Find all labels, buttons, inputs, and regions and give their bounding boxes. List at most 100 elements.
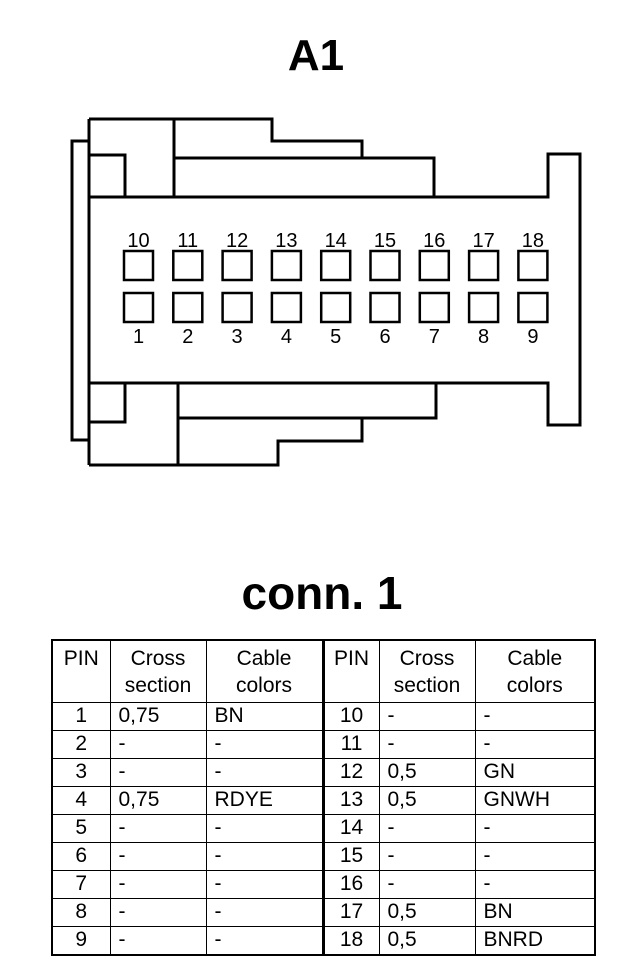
connector-title: A1 bbox=[287, 31, 345, 80]
cell-cross-section: 0,5 bbox=[378, 926, 476, 956]
cell-cross-section: 0,5 bbox=[378, 758, 476, 787]
pin-socket-top bbox=[270, 249, 303, 282]
cell-cable-color: - bbox=[474, 730, 596, 759]
pin-socket-bottom bbox=[467, 291, 500, 324]
pin-label-top: 10 bbox=[127, 230, 149, 252]
cell-pin: 1 bbox=[51, 702, 111, 731]
cell-pin: 14 bbox=[321, 814, 380, 843]
cell-cross-section: - bbox=[109, 926, 207, 956]
header-pin-right: PIN bbox=[321, 639, 380, 703]
pin-socket-bottom bbox=[319, 291, 352, 324]
cell-cable-color: GNWH bbox=[474, 786, 596, 815]
pin-label-bottom: 1 bbox=[133, 326, 144, 348]
cell-cable-color: - bbox=[205, 758, 324, 787]
header-color-line2-right: colors bbox=[506, 674, 563, 697]
top-pin-boxes bbox=[122, 249, 549, 282]
pin-label-top: 14 bbox=[325, 230, 347, 252]
cell-cable-color: BN bbox=[474, 898, 596, 927]
cell-cross-section: - bbox=[378, 870, 476, 899]
cell-pin: 9 bbox=[51, 926, 111, 956]
header-cross-line2-right: section bbox=[393, 674, 461, 697]
pin-label-top: 13 bbox=[275, 230, 297, 252]
cell-pin: 15 bbox=[321, 842, 380, 871]
cell-pin: 11 bbox=[321, 730, 380, 759]
pin-label-top: 11 bbox=[177, 230, 198, 252]
pin-label-bottom: 2 bbox=[182, 326, 193, 348]
cell-cross-section: - bbox=[378, 702, 476, 731]
cell-pin: 17 bbox=[321, 898, 380, 927]
pin-label-bottom: 6 bbox=[379, 326, 390, 348]
pin-socket-bottom bbox=[122, 291, 155, 324]
cell-cable-color: - bbox=[205, 926, 324, 956]
cell-cross-section: - bbox=[109, 758, 207, 787]
pin-socket-bottom bbox=[270, 291, 303, 324]
cell-cross-section: 0,5 bbox=[378, 786, 476, 815]
cell-cable-color: GN bbox=[474, 758, 596, 787]
header-color-line1-right: Cable bbox=[507, 647, 563, 670]
header-color-line1: Cable bbox=[236, 647, 292, 670]
cell-pin: 18 bbox=[321, 926, 380, 956]
pin-label-top: 16 bbox=[423, 230, 445, 252]
cell-cable-color: RDYE bbox=[205, 786, 324, 815]
bottom-pin-boxes bbox=[122, 291, 549, 324]
cell-pin: 10 bbox=[321, 702, 380, 731]
pin-label-top: 15 bbox=[374, 230, 396, 252]
table-row: 2--11-- bbox=[51, 730, 596, 759]
pin-socket-bottom bbox=[369, 291, 401, 324]
connector-housing bbox=[70, 117, 582, 467]
table-title: conn. 1 bbox=[241, 567, 403, 619]
cell-pin: 4 bbox=[51, 786, 111, 815]
cell-cable-color: - bbox=[474, 702, 596, 731]
pin-table: PIN Cross section Cable colors PIN Cross se… bbox=[51, 639, 596, 956]
pin-socket-top bbox=[369, 249, 401, 282]
pin-socket-top bbox=[221, 249, 253, 282]
cell-cross-section: 0,75 bbox=[109, 786, 207, 815]
cell-pin: 7 bbox=[51, 870, 111, 899]
pin-label-top: 18 bbox=[522, 230, 544, 252]
pin-socket-bottom bbox=[172, 291, 204, 324]
cell-cross-section: - bbox=[109, 814, 207, 843]
header-cross-line2: section bbox=[124, 674, 192, 697]
table-header-row: PIN Cross section Cable colors PIN Cross se… bbox=[51, 639, 596, 703]
pin-socket-top bbox=[418, 249, 451, 282]
pin-label-bottom: 5 bbox=[330, 326, 341, 348]
cell-pin: 13 bbox=[321, 786, 380, 815]
cell-pin: 2 bbox=[51, 730, 111, 759]
pin-socket-bottom bbox=[221, 291, 253, 324]
cell-cross-section: 0,75 bbox=[109, 702, 207, 731]
table-row: 6--15-- bbox=[51, 842, 596, 871]
header-color-line2: colors bbox=[235, 674, 293, 697]
pin-label-bottom: 9 bbox=[527, 326, 538, 348]
pin-label-bottom: 8 bbox=[478, 326, 489, 348]
header-cable-colors: Cable colors bbox=[205, 639, 324, 703]
pin-socket-top bbox=[517, 249, 549, 282]
cell-pin: 3 bbox=[51, 758, 111, 787]
header-cross-line1-right: Cross bbox=[399, 647, 455, 670]
header-pin: PIN bbox=[51, 639, 111, 703]
pin-socket-top bbox=[467, 249, 500, 282]
cell-cross-section: - bbox=[378, 842, 476, 871]
pin-label-bottom: 4 bbox=[281, 326, 292, 348]
cell-pin: 12 bbox=[321, 758, 380, 787]
pin-socket-top bbox=[319, 249, 352, 282]
pin-socket-bottom bbox=[418, 291, 451, 324]
header-cross-section: Cross section bbox=[109, 639, 207, 703]
cell-cross-section: - bbox=[109, 842, 207, 871]
header-cross-line1: Cross bbox=[130, 647, 186, 670]
table-row: 5--14-- bbox=[51, 814, 596, 843]
cell-cable-color: BN bbox=[205, 702, 324, 731]
cell-cross-section: - bbox=[378, 730, 476, 759]
pin-socket-top bbox=[122, 249, 155, 282]
cell-cable-color: - bbox=[205, 870, 324, 899]
cell-pin: 16 bbox=[321, 870, 380, 899]
cell-cable-color: BNRD bbox=[474, 926, 596, 956]
cell-cable-color: - bbox=[205, 898, 324, 927]
